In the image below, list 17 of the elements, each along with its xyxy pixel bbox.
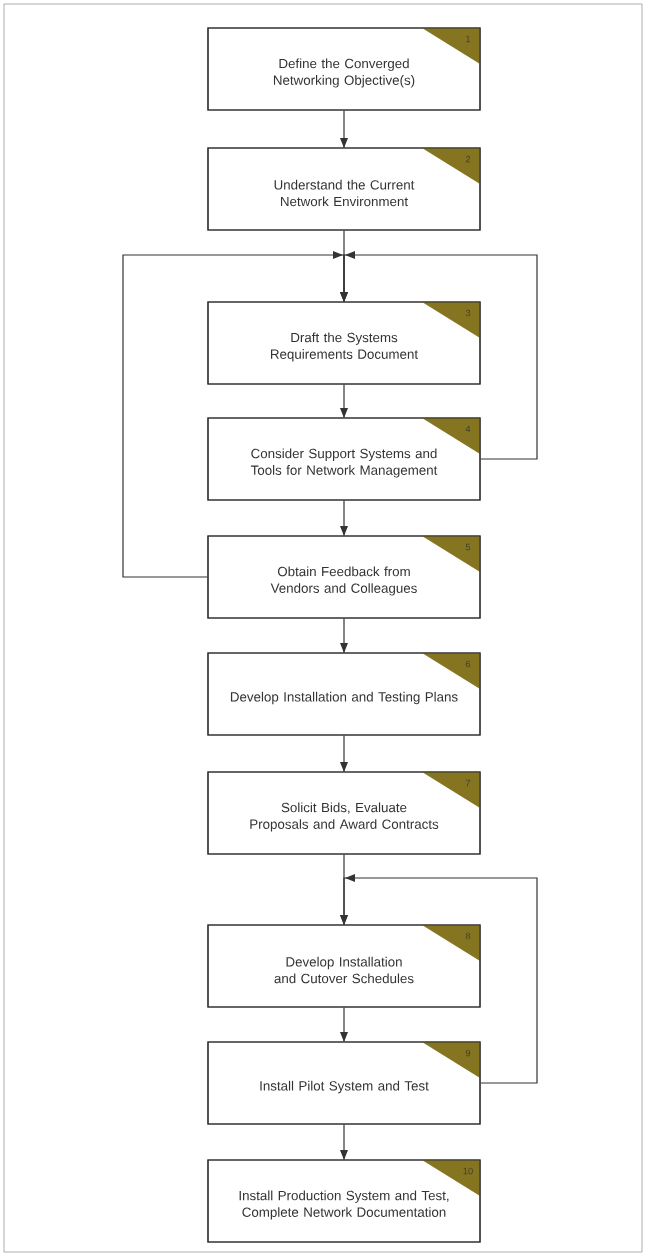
step-number: 3 bbox=[465, 309, 471, 317]
step-number: 4 bbox=[465, 425, 471, 433]
step-number: 7 bbox=[465, 779, 471, 787]
step-number: 10 bbox=[463, 1167, 473, 1175]
arrow bbox=[340, 1007, 348, 1042]
arrow bbox=[340, 618, 348, 653]
arrow bbox=[340, 384, 348, 418]
arrow bbox=[122, 251, 348, 578]
arrow bbox=[340, 110, 348, 148]
step-number: 5 bbox=[465, 543, 471, 551]
arrow bbox=[340, 874, 538, 1084]
step-number: 6 bbox=[465, 660, 471, 668]
arrow bbox=[340, 500, 348, 536]
arrow bbox=[340, 735, 348, 772]
step-number: 9 bbox=[465, 1049, 471, 1057]
step-number: 2 bbox=[465, 155, 471, 163]
arrow bbox=[340, 1124, 348, 1160]
